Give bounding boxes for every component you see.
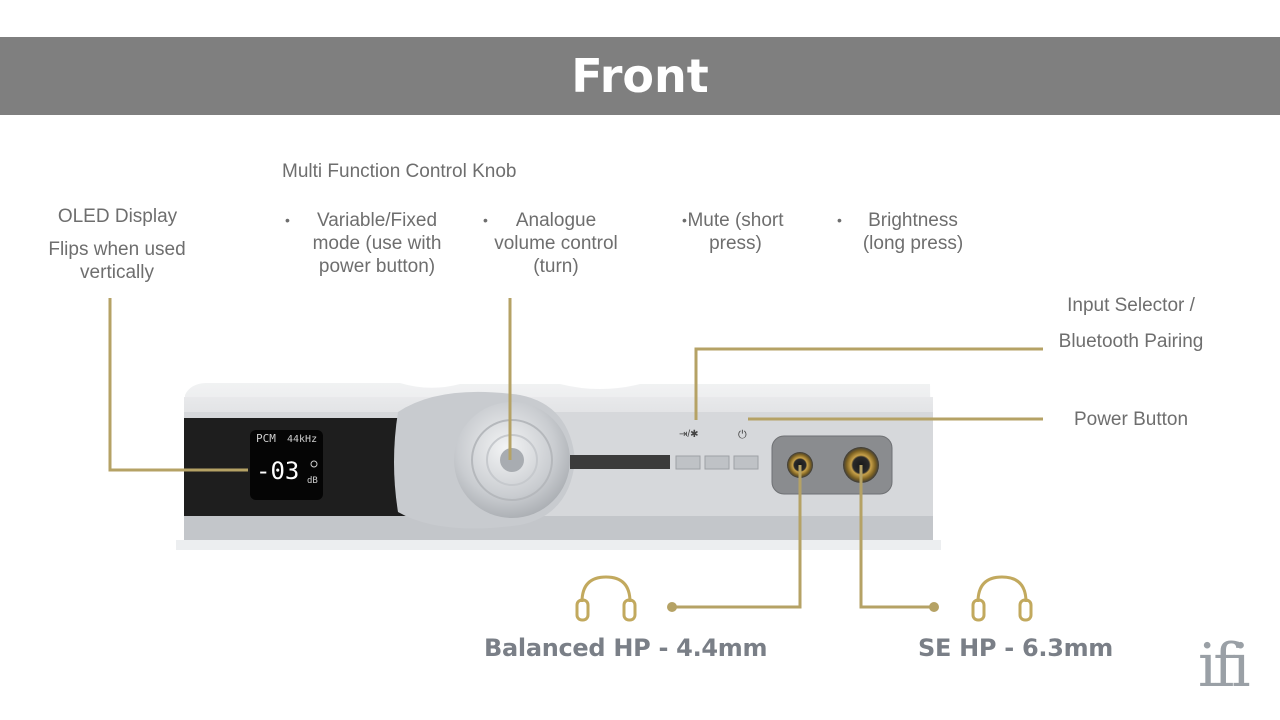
knob-label: Multi Function Control Knob — [282, 161, 517, 182]
oled-rate-text: 44kHz — [287, 434, 317, 445]
bluetooth-pairing-label: Bluetooth Pairing — [1058, 331, 1204, 352]
power-button — [704, 455, 730, 470]
mute-button — [733, 455, 759, 470]
power-icon: ⏻ — [738, 429, 747, 441]
input-selector-icon: ⇥/✱ — [679, 429, 699, 440]
oled-format-text: PCM — [256, 432, 276, 445]
brand-logo: ifi — [1198, 631, 1251, 701]
input-selector-label: Input Selector / — [1067, 295, 1195, 316]
balanced-output-label: Balanced HP - 4.4mm — [484, 634, 768, 662]
bullet-dot: • — [682, 212, 687, 228]
knob-function-mode: Variable/Fixed mode (use with power butt… — [312, 210, 442, 277]
input-selector-button — [675, 455, 701, 470]
header-banner — [0, 37, 1280, 115]
headphones-icon — [575, 575, 637, 622]
bullet-dot: • — [483, 212, 488, 228]
se-output-label: SE HP - 6.3mm — [918, 634, 1114, 662]
knob-function-brightness: Brightness (long press) — [862, 210, 964, 254]
front-strip — [570, 455, 670, 469]
knob-function-volume: Analogue volume control (turn) — [494, 210, 618, 277]
volume-knob — [394, 391, 575, 529]
power-button-label: Power Button — [1073, 409, 1189, 430]
oled-status-icon — [310, 460, 318, 468]
oled-volume-text: -03 — [256, 457, 299, 485]
knob-function-mute: Mute (short press) — [687, 210, 784, 254]
oled-unit-text: dB — [307, 476, 318, 486]
oled-display-note: Flips when used vertically — [48, 239, 186, 283]
headphones-icon — [971, 575, 1033, 622]
callout-lines — [108, 298, 1043, 609]
oled-display-label: OLED Display — [57, 206, 178, 227]
bullet-dot: • — [285, 212, 290, 228]
page-title: Front — [571, 49, 709, 103]
oled-panel — [184, 418, 409, 516]
bullet-dot: • — [837, 212, 842, 228]
